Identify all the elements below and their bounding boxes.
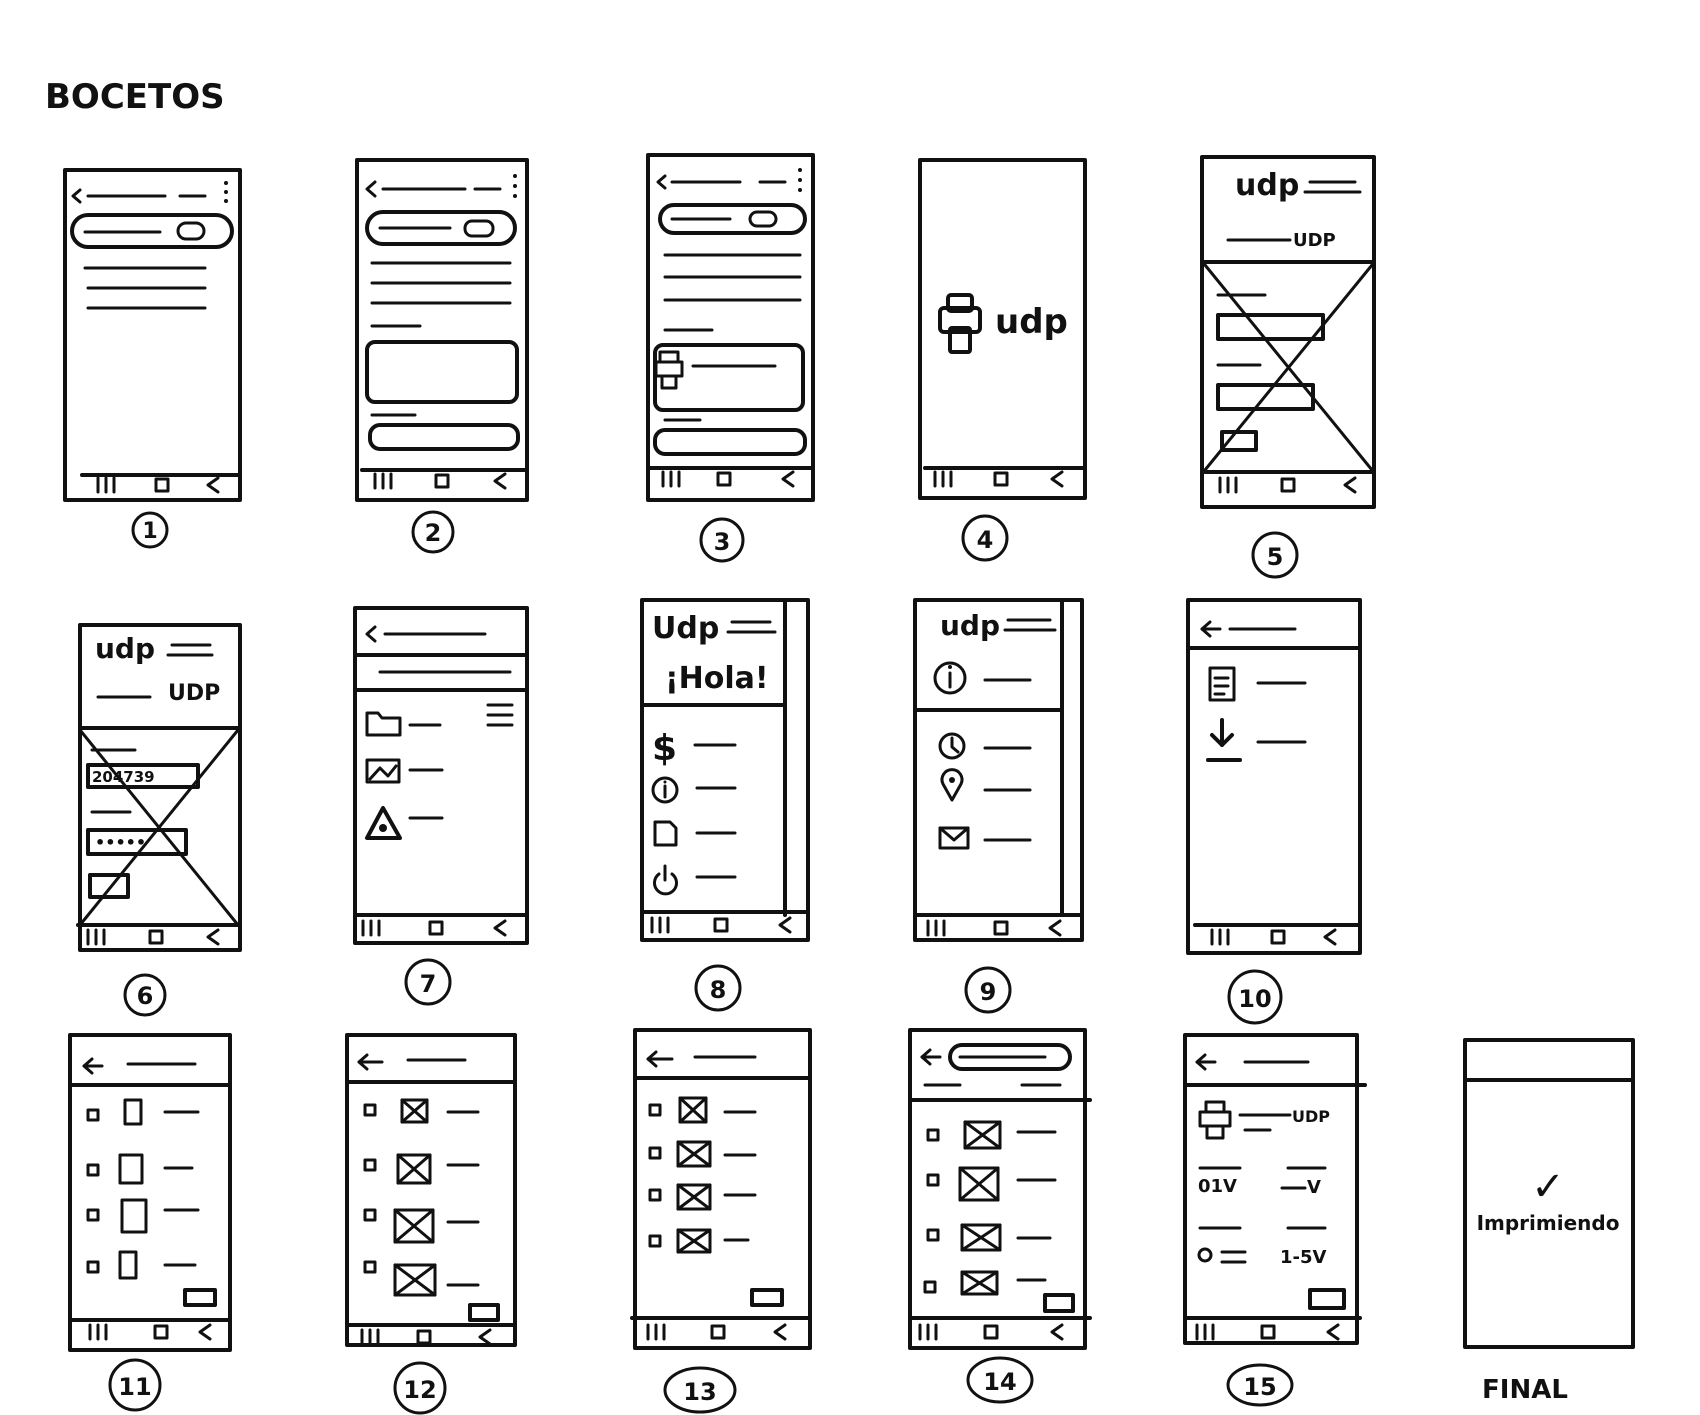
udp-logo-text: Udp — [652, 611, 719, 646]
check-icon: ✓ — [1531, 1164, 1565, 1210]
screen-10: 10 — [1186, 598, 1362, 1025]
screen-number: 3 — [714, 528, 731, 556]
udp-label: UDP — [168, 681, 220, 706]
udp-label: UDP — [1292, 1107, 1330, 1126]
hamburger-icon — [486, 703, 514, 727]
document-icon — [653, 820, 678, 847]
image-placeholder-icon — [676, 1140, 712, 1168]
printer-icon — [938, 293, 982, 354]
screen-number: 14 — [983, 1368, 1016, 1396]
screen-1: 1 — [63, 168, 242, 549]
udp-logo-text: udp — [95, 632, 155, 665]
screen-2: 2 — [355, 158, 529, 554]
screen-number: 12 — [403, 1376, 436, 1404]
image-placeholder-icon — [960, 1270, 999, 1296]
nav-bar — [96, 476, 220, 494]
image-placeholder-icon — [396, 1153, 432, 1185]
screen-number: 11 — [118, 1373, 151, 1401]
screen-number: 9 — [980, 978, 997, 1006]
screen-number: 15 — [1243, 1373, 1276, 1401]
sheet-title: BOCETOS — [45, 77, 225, 117]
image-placeholder-icon — [676, 1228, 712, 1254]
image-icon — [365, 758, 401, 784]
screen-11: 11 — [68, 1033, 232, 1412]
screen-5: udp UDP 5 — [1200, 155, 1376, 579]
printer-icon — [654, 350, 684, 390]
screen-number: 1 — [142, 519, 157, 544]
password-field: ••••• — [95, 833, 146, 852]
image-placeholder-icon — [393, 1208, 435, 1244]
image-placeholder-icon — [958, 1166, 1000, 1202]
screen-4: udp 4 — [918, 158, 1087, 562]
screen-8: Udp ¡Hola! $ 8 — [640, 598, 810, 1012]
final-label: FINAL — [1482, 1375, 1568, 1405]
screen-number: 5 — [1267, 543, 1284, 571]
screen-number: 6 — [137, 982, 154, 1010]
printer-icon — [1198, 1100, 1232, 1140]
screen-number: 8 — [710, 976, 727, 1004]
mail-icon — [938, 826, 970, 850]
screen-number: 7 — [420, 970, 437, 998]
udp-logo-text: udp — [1235, 168, 1299, 203]
info-icon — [651, 776, 679, 804]
image-placeholder-icon — [676, 1183, 712, 1211]
image-placeholder-icon — [960, 1223, 1002, 1252]
location-icon — [940, 768, 964, 802]
image-placeholder-icon — [393, 1263, 437, 1297]
voltage-unit: V — [1307, 1177, 1321, 1198]
screen-number: 4 — [977, 526, 994, 554]
clock-icon — [938, 732, 966, 760]
screen-3: 3 — [646, 153, 815, 563]
udp-logo-text: udp — [940, 609, 1000, 642]
range-value: 1-5V — [1280, 1247, 1327, 1268]
download-icon — [1206, 718, 1242, 762]
screen-13: 13 — [630, 1028, 812, 1414]
udp-label: UDP — [1293, 230, 1336, 251]
udp-logo-text: udp — [995, 302, 1068, 342]
dollar-icon: $ — [652, 728, 677, 769]
screen-number: 10 — [1238, 985, 1271, 1013]
screen-9: udp 9 — [913, 598, 1084, 1014]
printing-status: Imprimiendo — [1477, 1211, 1620, 1235]
student-id-field: 204739 — [92, 768, 155, 786]
folder-icon — [365, 711, 402, 737]
power-icon — [653, 864, 678, 896]
document-icon — [1208, 666, 1236, 702]
screen-number: 2 — [425, 519, 442, 547]
voltage-value: 01V — [1198, 1176, 1237, 1197]
screen-7: 7 — [353, 606, 529, 1006]
screen-6: udp UDP 204739 ••••• 6 — [76, 623, 242, 1017]
greeting-text: ¡Hola! — [665, 661, 769, 696]
image-placeholder-icon — [678, 1096, 708, 1124]
info-icon — [933, 661, 967, 695]
screen-12: 12 — [345, 1033, 517, 1415]
image-placeholder-icon — [400, 1098, 429, 1124]
image-placeholder-icon — [963, 1120, 1002, 1150]
screen-final: ✓ Imprimiendo FINAL — [1463, 1038, 1635, 1405]
screen-number: 13 — [683, 1378, 716, 1406]
drive-icon — [365, 806, 402, 840]
screen-15: UDP 01V V 1-5V 15 — [1183, 1033, 1367, 1407]
screen-14: 14 — [908, 1028, 1092, 1404]
